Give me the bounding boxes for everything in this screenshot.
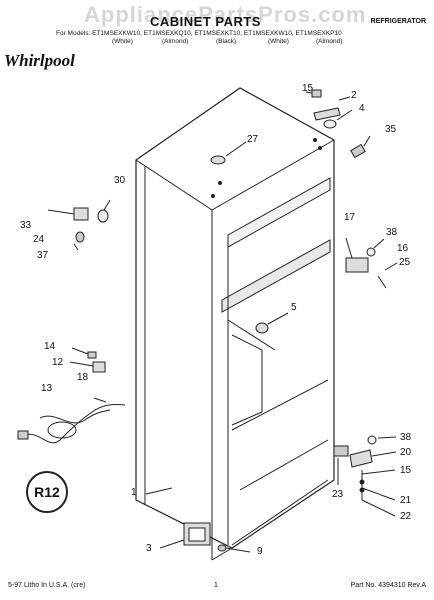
leveler-parts <box>159 522 251 553</box>
color-label-1: (White) <box>112 38 133 45</box>
callout-17: 17 <box>344 212 356 223</box>
callout-37: 37 <box>37 250 49 261</box>
callout-13: 13 <box>41 383 53 394</box>
plug-27 <box>210 155 226 165</box>
top-hinge-parts <box>305 89 371 159</box>
plug-5 <box>255 322 269 334</box>
callout-30: 30 <box>114 175 126 186</box>
callout-35: 35 <box>385 124 397 135</box>
callout-24: 24 <box>33 234 45 245</box>
callout-14: 14 <box>44 341 56 352</box>
callout-12: 12 <box>52 357 64 368</box>
callout-33: 33 <box>20 220 32 231</box>
power-cord <box>17 397 126 444</box>
color-label-2: (Almond) <box>162 38 189 45</box>
category-label: REFRIGERATOR <box>370 18 426 25</box>
cabinet <box>135 87 335 561</box>
callout-21: 21 <box>400 495 412 506</box>
callout-38b: 38 <box>400 432 412 443</box>
mid-right-hinge <box>345 237 398 289</box>
color-label-5: (Almond) <box>316 38 343 45</box>
callout-18: 18 <box>77 372 89 383</box>
callout-23: 23 <box>332 489 344 500</box>
callout-25: 25 <box>399 257 411 268</box>
callout-16: 16 <box>397 243 409 254</box>
callout-27: 27 <box>247 134 259 145</box>
callout-9: 9 <box>257 546 263 557</box>
color-label-3: (Black) <box>216 38 237 45</box>
callout-3: 3 <box>146 543 152 554</box>
callout-5: 5 <box>291 302 297 313</box>
callout-2: 2 <box>351 90 357 101</box>
page-title: CABINET PARTS <box>150 14 261 29</box>
callout-15b: 15 <box>400 465 412 476</box>
footer-litho: 5-97 Litho In U.S.A. (cre) <box>8 582 86 589</box>
models-line: For Models: ET1MSEXKW10, ET1MSEXKQ10, ET… <box>56 30 342 37</box>
callout-15: 15 <box>302 83 314 94</box>
brand-logo: Whirlpool <box>4 51 75 70</box>
callout-22: 22 <box>400 511 412 522</box>
callout-20: 20 <box>400 447 412 458</box>
watermark: AppliancePartsPros.com <box>84 2 367 27</box>
footer-page: 1 <box>214 582 218 589</box>
r12-logo <box>26 471 68 513</box>
bottom-hinge-parts <box>333 435 397 517</box>
callout-1: 1 <box>131 487 137 498</box>
color-label-4: (White) <box>268 38 289 45</box>
callout-4: 4 <box>359 103 365 114</box>
left-hinge-parts <box>47 199 111 251</box>
footer-part-no: Part No. 4394310 Rev.A <box>350 582 426 589</box>
callout-38: 38 <box>386 227 398 238</box>
r12-text: R12 <box>34 484 60 500</box>
